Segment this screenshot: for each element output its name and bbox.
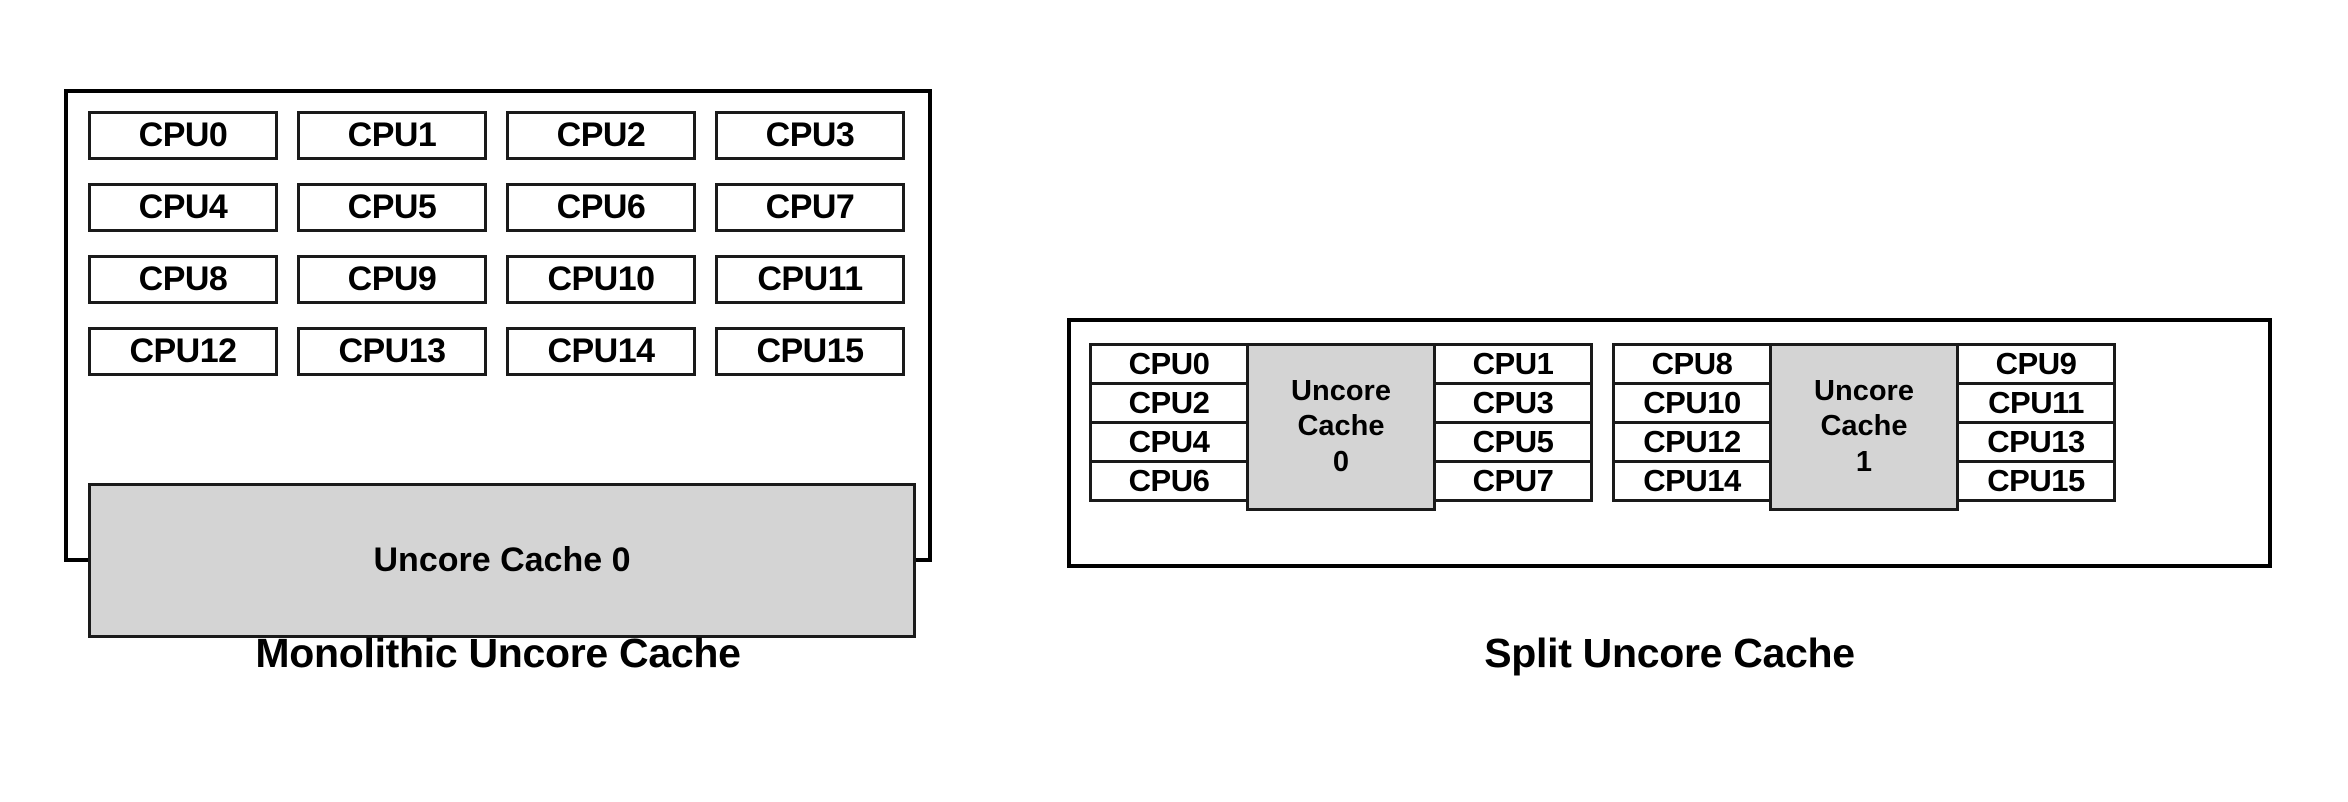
cpu-box: CPU3 xyxy=(715,111,905,160)
cpu-box: CPU14 xyxy=(506,327,696,376)
cpu-box: CPU10 xyxy=(506,255,696,304)
cpu-box: CPU2 xyxy=(1089,382,1249,424)
cpu-box: CPU8 xyxy=(88,255,278,304)
cpu-box: CPU11 xyxy=(1956,382,2116,424)
cpu-box: CPU12 xyxy=(1612,421,1772,463)
uncore-cache-block: Uncore Cache 0 xyxy=(1246,343,1436,511)
cpu-box: CPU15 xyxy=(715,327,905,376)
cpu-box: CPU12 xyxy=(88,327,278,376)
cpu-box: CPU1 xyxy=(297,111,487,160)
cpu-box: CPU0 xyxy=(1089,343,1249,385)
uncore-cache-block: Uncore Cache 1 xyxy=(1769,343,1959,511)
cpu-box: CPU10 xyxy=(1612,382,1772,424)
cpu-column-left: CPU8 CPU10 CPU12 CPU14 xyxy=(1612,343,1772,511)
cpu-column-left: CPU0 CPU2 CPU4 CPU6 xyxy=(1089,343,1249,511)
cpu-box: CPU6 xyxy=(506,183,696,232)
cpu-box: CPU9 xyxy=(1956,343,2116,385)
split-group: CPU8 CPU10 CPU12 CPU14 Uncore Cache 1 CP… xyxy=(1612,343,2116,511)
monolithic-uncore-cache-diagram: CPU0 CPU1 CPU2 CPU3 CPU4 CPU5 CPU6 CPU7 … xyxy=(64,89,932,638)
split-groups-container: CPU0 CPU2 CPU4 CPU6 Uncore Cache 0 CPU1 … xyxy=(1089,343,2116,511)
uncore-cache-block: Uncore Cache 0 xyxy=(88,483,916,638)
cpu-box: CPU4 xyxy=(1089,421,1249,463)
cpu-column-right: CPU1 CPU3 CPU5 CPU7 xyxy=(1433,343,1593,511)
cpu-box: CPU6 xyxy=(1089,460,1249,502)
cpu-box: CPU11 xyxy=(715,255,905,304)
cpu-row: CPU0 CPU1 CPU2 CPU3 xyxy=(88,111,916,160)
cpu-box: CPU13 xyxy=(297,327,487,376)
cpu-box: CPU15 xyxy=(1956,460,2116,502)
cpu-row: CPU8 CPU9 CPU10 CPU11 xyxy=(88,255,916,304)
cpu-box: CPU14 xyxy=(1612,460,1772,502)
cpu-column-right: CPU9 CPU11 CPU13 CPU15 xyxy=(1956,343,2116,511)
monolithic-diagram-caption: Monolithic Uncore Cache xyxy=(255,630,741,676)
cpu-box: CPU2 xyxy=(506,111,696,160)
cpu-box: CPU9 xyxy=(297,255,487,304)
cpu-box: CPU3 xyxy=(1433,382,1593,424)
monolithic-cpu-grid: CPU0 CPU1 CPU2 CPU3 CPU4 CPU5 CPU6 CPU7 … xyxy=(88,111,916,376)
split-group: CPU0 CPU2 CPU4 CPU6 Uncore Cache 0 CPU1 … xyxy=(1089,343,1593,511)
cpu-row: CPU12 CPU13 CPU14 CPU15 xyxy=(88,327,916,376)
split-diagram-caption: Split Uncore Cache xyxy=(1484,630,1855,676)
cpu-box: CPU4 xyxy=(88,183,278,232)
cpu-box: CPU13 xyxy=(1956,421,2116,463)
cpu-box: CPU7 xyxy=(1433,460,1593,502)
cpu-box: CPU0 xyxy=(88,111,278,160)
cpu-box: CPU5 xyxy=(1433,421,1593,463)
cpu-row: CPU4 CPU5 CPU6 CPU7 xyxy=(88,183,916,232)
cpu-box: CPU7 xyxy=(715,183,905,232)
cpu-box: CPU8 xyxy=(1612,343,1772,385)
cpu-box: CPU1 xyxy=(1433,343,1593,385)
cpu-box: CPU5 xyxy=(297,183,487,232)
split-uncore-cache-diagram: CPU0 CPU2 CPU4 CPU6 Uncore Cache 0 CPU1 … xyxy=(1067,318,2272,568)
